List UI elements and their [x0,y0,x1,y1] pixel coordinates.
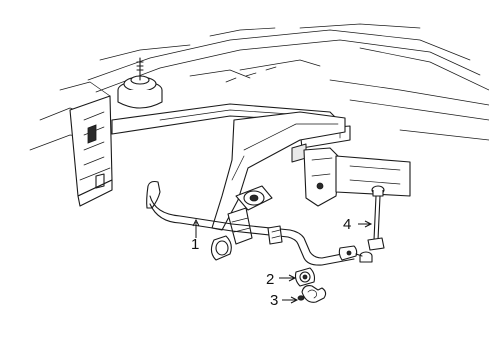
front-frame-rail [69,95,113,207]
steering-knuckle-bracket [303,147,411,207]
upper-spring-mount [117,57,163,109]
stabilizer-bracket [297,285,327,303]
stabilizer-bar [146,180,358,266]
vehicle-frame-background [29,23,489,151]
callout-4: 4 [343,216,351,233]
stabilizer-link [355,185,385,263]
callout-3: 3 [270,292,278,309]
callout-leaders [192,218,373,304]
lower-control-arm [211,111,346,231]
callout-1: 1 [191,236,199,253]
stabilizer-bushing [294,267,316,287]
center-bushing-assembly [227,185,273,245]
callout-2: 2 [266,271,274,288]
